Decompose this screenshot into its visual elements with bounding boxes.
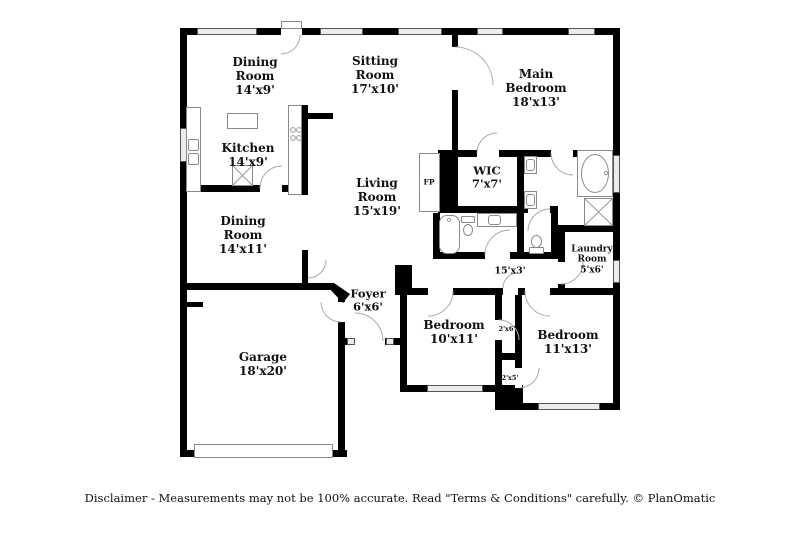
room-label-sitting-room: Sitting Room 17'x10' xyxy=(351,54,399,96)
wall-opening xyxy=(281,28,302,35)
wall xyxy=(452,90,458,150)
room-label-bedroom-a: Bedroom 10'x11' xyxy=(423,318,485,346)
wall-opening xyxy=(503,288,518,295)
wall-opening xyxy=(355,338,385,345)
wall-opening xyxy=(428,288,453,295)
kitchen-island-fixture xyxy=(227,113,258,129)
main-bedroom-door-arc xyxy=(454,46,494,86)
room-label-living-room: Living Room 15'x19' xyxy=(353,176,401,218)
wall xyxy=(452,150,620,157)
wall xyxy=(495,353,522,360)
window xyxy=(386,338,394,345)
dining-door-arc xyxy=(307,259,327,279)
garden-tub-fixture xyxy=(581,154,609,193)
room-label-hallway: 15'x3' xyxy=(494,265,526,277)
kitchen-sink-basin-fixture xyxy=(188,139,199,151)
wall-opening xyxy=(338,302,345,322)
garage-door-fixture xyxy=(194,444,333,458)
wall xyxy=(187,302,203,307)
wall xyxy=(400,288,407,392)
window xyxy=(197,28,257,35)
wall xyxy=(517,213,524,252)
window xyxy=(320,28,363,35)
wall xyxy=(308,113,333,119)
wall xyxy=(433,213,440,259)
window xyxy=(613,260,620,283)
wall xyxy=(338,293,345,457)
wall xyxy=(613,28,620,410)
wall xyxy=(180,28,187,457)
front-door-arc xyxy=(354,312,384,342)
shower-fixture xyxy=(584,198,613,226)
room-label-closet-a: 2'x6' xyxy=(498,325,516,334)
wall xyxy=(551,225,620,232)
entry-door-leaf-fixture xyxy=(281,21,302,29)
kitchen-sink-basin-fixture xyxy=(188,153,199,165)
entry-door-arc xyxy=(280,34,301,55)
room-label-foyer: Foyer 6'x6' xyxy=(350,286,386,314)
wall-opening xyxy=(515,368,522,388)
wall xyxy=(395,265,412,291)
room-label-main-bedroom: Main Bedroom 18'x13' xyxy=(505,67,567,109)
bathtub-fixture xyxy=(439,215,460,254)
window xyxy=(427,385,483,392)
wall-opening xyxy=(495,320,502,340)
wall-opening xyxy=(477,150,499,157)
window xyxy=(398,28,442,35)
wall-opening xyxy=(525,288,550,295)
wall-opening xyxy=(551,150,573,157)
room-label-dining-room-top: Dining Room 14'x9' xyxy=(232,55,278,97)
room-label-closet-b: 2'x5' xyxy=(501,374,519,383)
wall-opening xyxy=(485,252,510,259)
wall xyxy=(302,105,308,195)
wall xyxy=(438,206,558,213)
window xyxy=(538,403,600,410)
room-label-laundry-room: Laundry Room 5'x6' xyxy=(571,244,613,276)
vanity-sink-fixture xyxy=(488,215,501,225)
room-label-wic: WIC 7'x7' xyxy=(472,163,502,191)
wall xyxy=(495,295,502,410)
wall xyxy=(438,150,458,213)
window xyxy=(568,28,595,35)
window xyxy=(347,338,355,345)
room-label-dining-room-left: Dining Room 14'x11' xyxy=(219,214,267,256)
wall xyxy=(558,225,565,288)
room-label-fireplace: FP xyxy=(423,177,435,187)
room-label-bedroom-b: Bedroom 11'x13' xyxy=(537,328,599,356)
wall xyxy=(515,295,522,403)
toilet-tank-fixture xyxy=(529,247,544,254)
room-label-garage: Garage 18'x20' xyxy=(238,350,288,378)
wall xyxy=(183,185,260,192)
toilet-bowl-fixture xyxy=(463,224,473,236)
toilet-tank-fixture xyxy=(461,216,475,223)
vanity-sink-fixture xyxy=(526,159,535,171)
wall xyxy=(180,283,330,290)
disclaimer-text: Disclaimer - Measurements may not be 100… xyxy=(84,491,716,505)
fireplace-box-fixture xyxy=(419,153,440,212)
toilet-bowl-fixture xyxy=(531,235,542,248)
room-label-kitchen: Kitchen 14'x9' xyxy=(221,141,275,169)
wall xyxy=(517,150,524,213)
window xyxy=(477,28,503,35)
wall-opening xyxy=(558,262,565,284)
vanity-sink-fixture xyxy=(526,194,535,206)
wall xyxy=(452,35,458,47)
wall xyxy=(302,250,308,285)
window xyxy=(613,155,620,193)
kitchen-counter-fixture xyxy=(288,105,302,195)
